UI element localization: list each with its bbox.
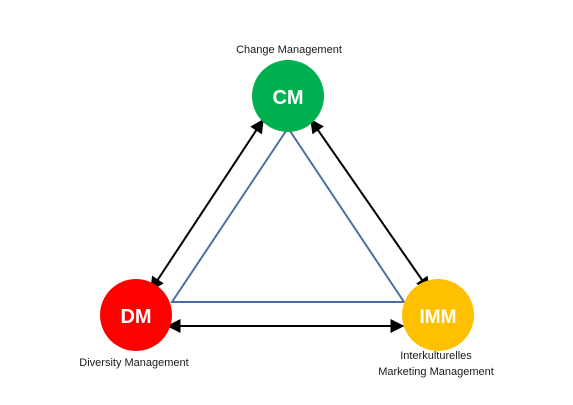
arrow-cm-dm	[150, 118, 264, 292]
caption-imm-line1: Interkulturelles	[400, 350, 472, 362]
node-cm-label: CM	[272, 87, 303, 109]
node-dm-label: DM	[120, 306, 151, 328]
node-dm-circle	[100, 279, 172, 351]
node-imm-label: IMM	[420, 307, 457, 328]
caption-cm: Change Management	[236, 44, 342, 56]
node-cm-circle	[252, 60, 324, 132]
node-imm: IMM	[402, 279, 474, 351]
caption-imm-line2: Marketing Management	[378, 366, 494, 378]
node-cm: CM	[252, 60, 324, 132]
node-imm-circle	[402, 279, 474, 351]
node-dm: DM	[100, 279, 172, 351]
caption-dm: Diversity Management	[79, 357, 188, 369]
arrow-cm-imm	[310, 118, 430, 292]
inner-triangle	[170, 126, 406, 303]
